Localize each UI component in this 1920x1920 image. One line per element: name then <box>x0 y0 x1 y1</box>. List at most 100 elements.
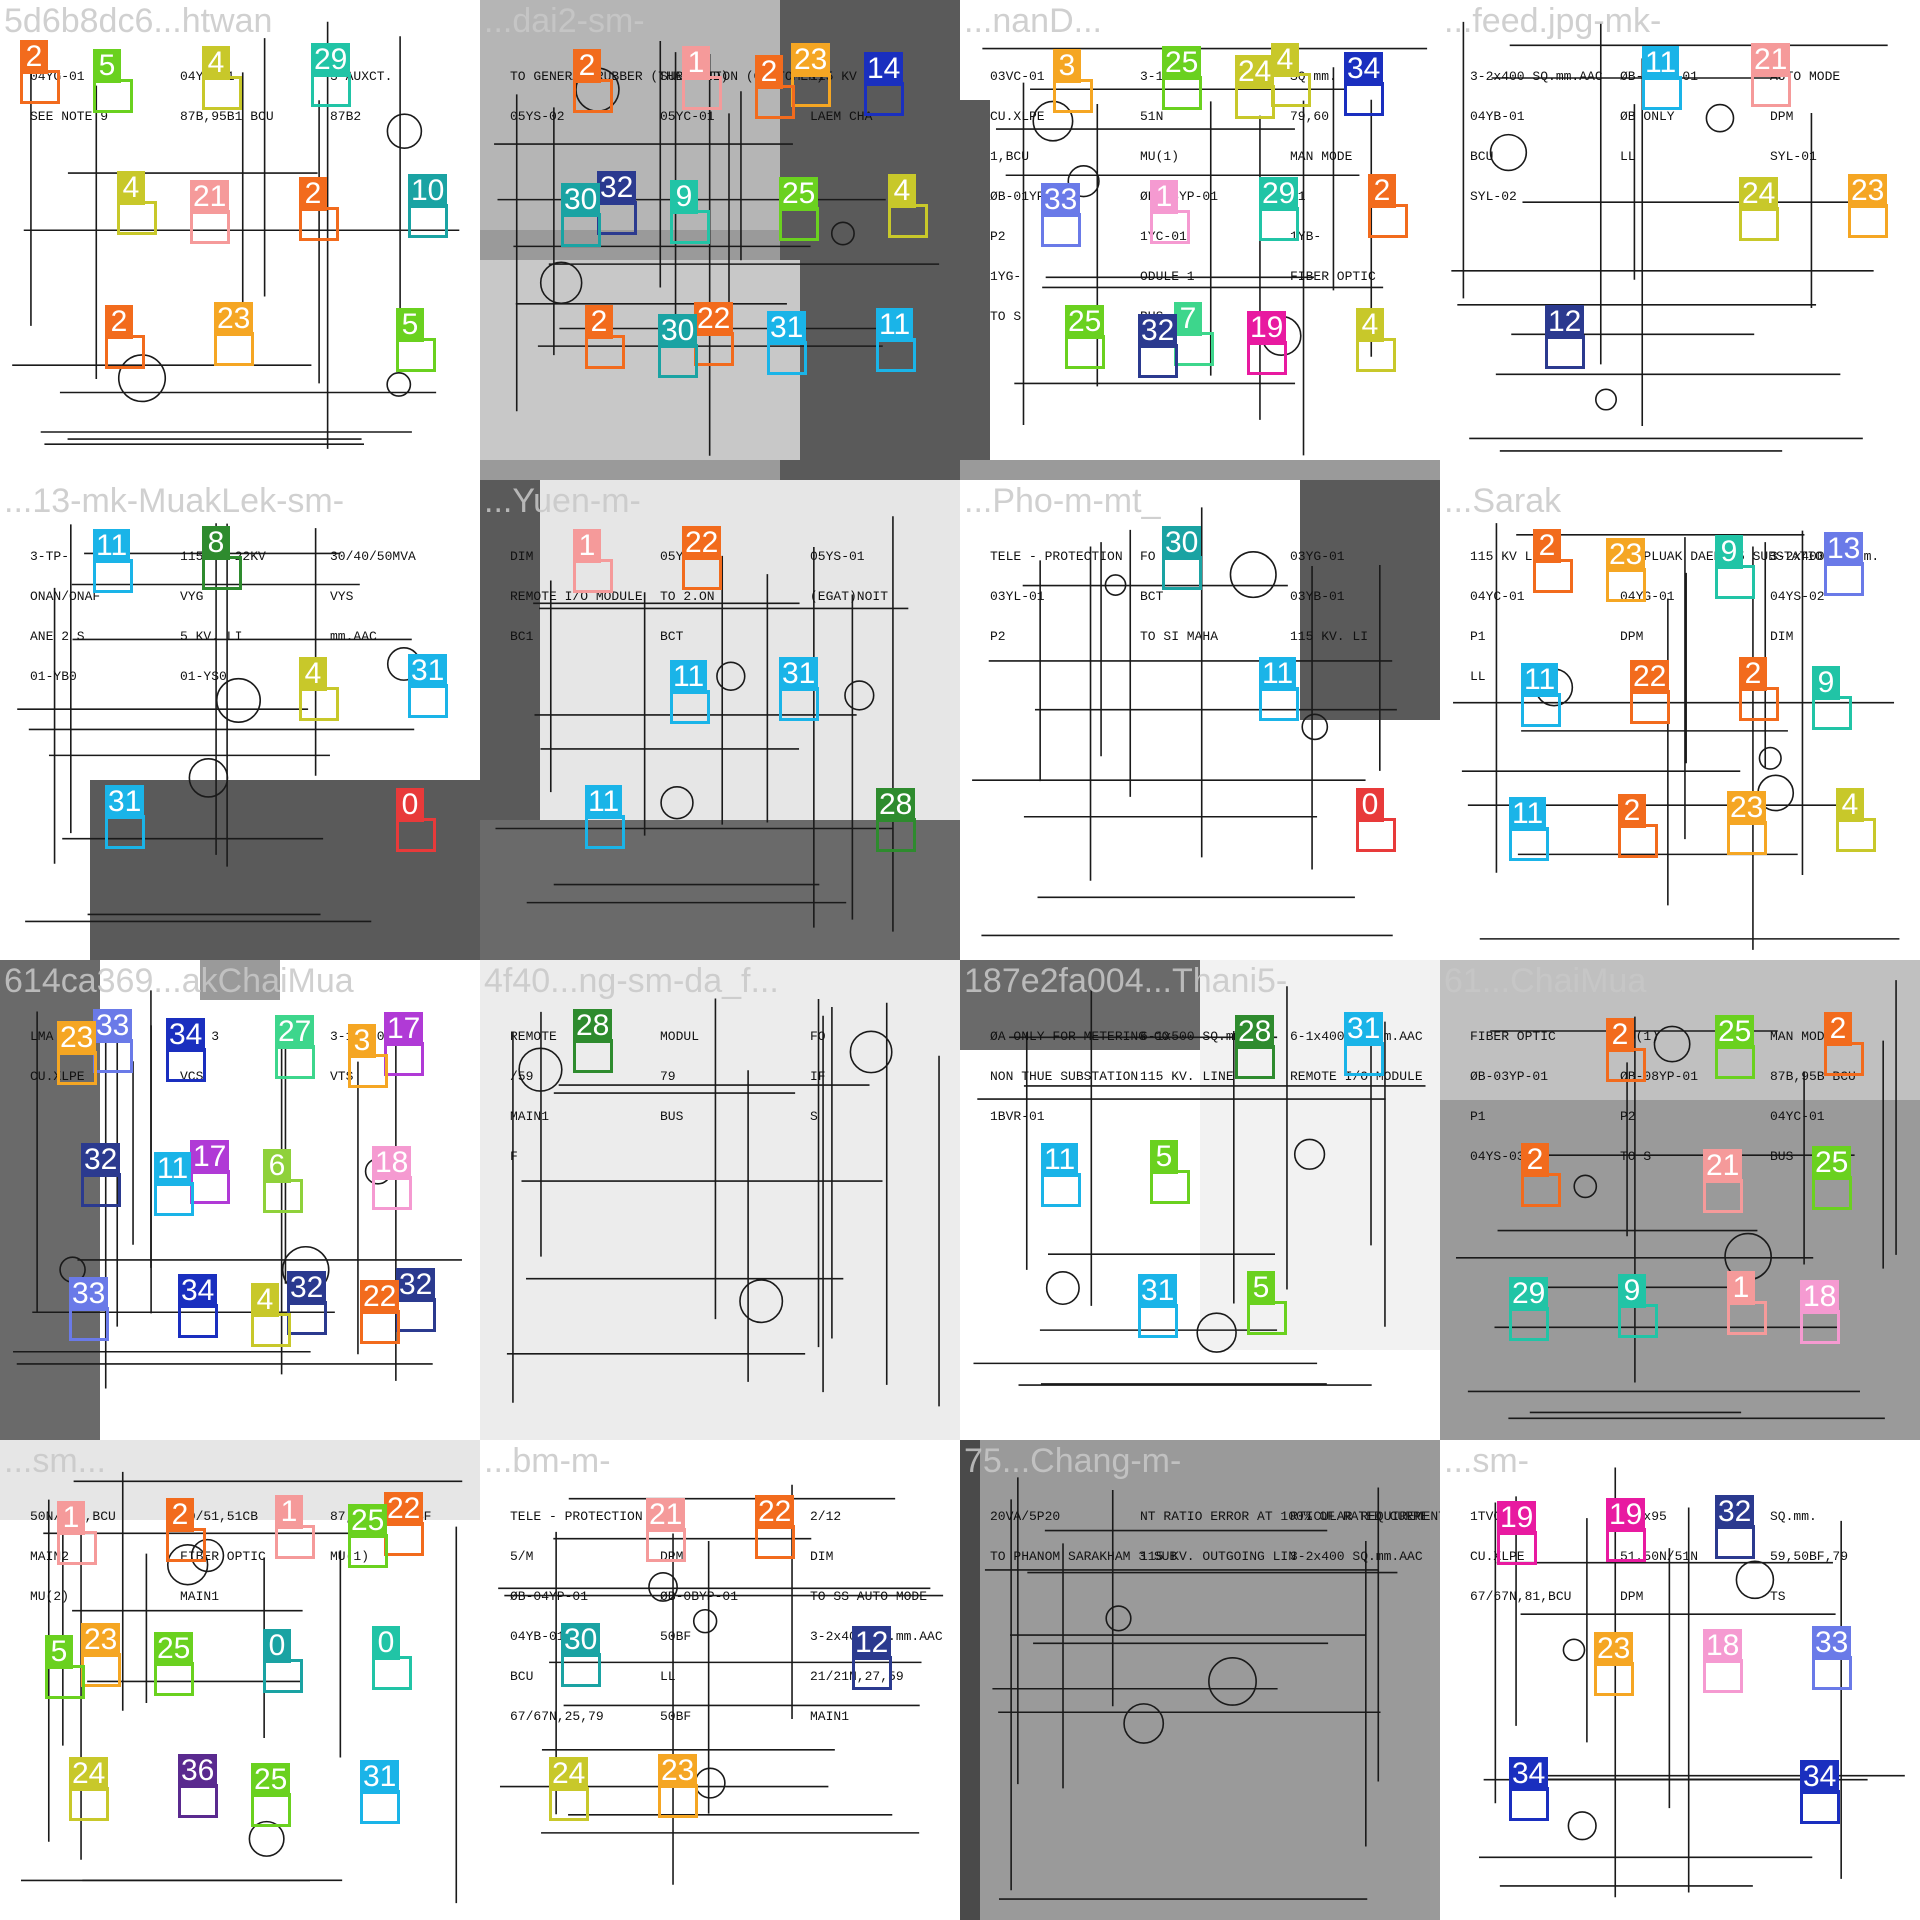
tile-source-title: ...dai2-sm- <box>484 2 645 40</box>
schematic-symbol-circle <box>1567 1811 1597 1841</box>
schematic-label: SUBSTATION (CUSTOMER) <box>660 69 824 84</box>
schematic-label: 04YB-01 <box>510 1629 565 1644</box>
schematic-label: ØB ONLY <box>1620 109 1675 124</box>
schematic-label: SYL-01 <box>1770 149 1817 164</box>
tile-source-title: ...Yuen-m- <box>484 482 641 520</box>
tile-source-title: ...sm... <box>4 1442 106 1480</box>
schematic-label: 115 KV. OUTGOING LIN <box>1140 1549 1296 1564</box>
schematic-symbol-circle <box>1489 133 1528 172</box>
schematic-label: TO SI MAHA <box>1140 629 1218 644</box>
diagram-tile-t1: TO GENERAL RUBBER (THAILAND)SUBSTATION (… <box>480 0 960 480</box>
schematic-symbol-circle <box>1261 315 1302 356</box>
schematic-label: 3-2x400 SQ.mm. <box>1770 549 1879 564</box>
schematic-symbol-circle <box>1123 1703 1165 1744</box>
schematic-label: 5/M <box>510 1549 533 1564</box>
schematic-label: BCT <box>1140 589 1164 604</box>
schematic-label: 21/21N,27,59 <box>810 1669 904 1684</box>
schematic-label: CU.XLPE <box>1470 1549 1525 1564</box>
schematic-label: 01-YS0 <box>180 669 227 684</box>
schematic-label: 03YG-01 <box>1290 549 1345 564</box>
schematic-canvas: ØA ONLY FOR METERING CO6-1x500 SQ.mm.6-1… <box>960 960 1440 1440</box>
tile-source-title: ...Pho-m-mt_ <box>964 482 1161 520</box>
schematic-symbol-circle <box>281 1245 330 1294</box>
schematic-label: 1TVG-01 <box>1470 1509 1525 1524</box>
schematic-label: ONAN/ONAF <box>30 589 100 604</box>
schematic-label: 04YC-01 <box>1770 1109 1825 1124</box>
schematic-label: TO 2.ON <box>660 589 715 604</box>
tile-source-title: 4f40...ng-sm-da_f... <box>484 962 779 1000</box>
schematic-label: CU.XLPE <box>990 109 1045 124</box>
tile-source-title: ...nanD... <box>964 2 1102 40</box>
schematic-label: 04YG-01 <box>1620 589 1675 604</box>
schematic-label: MU(1) <box>1140 149 1179 164</box>
schematic-label: BUS <box>660 1109 684 1124</box>
schematic-label: 87B2 <box>330 109 361 124</box>
schematic-label: 03YL-01 <box>990 589 1045 604</box>
schematic-label: P1 <box>1470 629 1486 644</box>
schematic-symbol-circle <box>166 1544 209 1586</box>
schematic-label: BCT <box>660 629 684 644</box>
schematic-label: FIBER OPTIC <box>1290 269 1376 284</box>
schematic-label: 3-1x400 <box>330 1029 385 1044</box>
schematic-label: VCS <box>180 1069 204 1084</box>
schematic-label: 3-2x400 SQ.mm.AAC <box>1470 69 1603 84</box>
schematic-label: P2 <box>1620 1109 1636 1124</box>
schematic-label: 2/12 <box>810 1509 841 1524</box>
schematic-symbol-circle <box>716 661 746 691</box>
schematic-label: REMOTE I/O MODULE <box>510 589 643 604</box>
schematic-label: (EGAT)NOIT <box>810 589 888 604</box>
schematic-label: /59 <box>510 1069 533 1084</box>
schematic-label: SYL-02 <box>1470 189 1517 204</box>
schematic-label: 87B,95B1 BCU <box>180 109 274 124</box>
schematic-label: MAIN1 <box>810 1709 849 1724</box>
schematic-label: 3-1x95 <box>1620 1509 1667 1524</box>
schematic-label: TO S <box>990 309 1021 324</box>
schematic-symbol-circle <box>1229 551 1277 599</box>
shaded-panel <box>960 1350 1440 1440</box>
schematic-label: 115 KV LINE <box>810 69 896 84</box>
schematic-label: MAIN1 <box>510 1109 549 1124</box>
schematic-label: ØA ONLY FOR METERING CO <box>990 1029 1170 1044</box>
schematic-label: ØB-0BYP-01 <box>1620 69 1698 84</box>
schematic-label: MU(1) <box>330 1549 369 1564</box>
schematic-label: 04YC-01 <box>1470 589 1525 604</box>
schematic-label: TS <box>1770 1589 1786 1604</box>
schematic-label: MODUL <box>660 1029 699 1044</box>
schematic-label: ØB-08YP-01 <box>1140 189 1218 204</box>
schematic-label: 5 KV. LI <box>180 629 242 644</box>
schematic-symbol-circle <box>830 221 855 246</box>
schematic-symbol-circle <box>1104 574 1127 596</box>
schematic-label: 115/22-22KV <box>180 549 266 564</box>
schematic-symbol-circle <box>694 1767 726 1799</box>
schematic-symbol-circle <box>1067 165 1100 198</box>
shaded-panel <box>960 460 1440 480</box>
schematic-label: 50/51,51CB <box>180 1509 258 1524</box>
schematic-label: TO GENERAL RUBBER (THAILAND) <box>510 69 728 84</box>
schematic-symbol-circle <box>1045 1271 1080 1306</box>
schematic-label: REMOTE <box>510 1029 557 1044</box>
schematic-label: LAEM CHA <box>810 109 873 124</box>
tile-source-title: 61...ChaiMua <box>1444 962 1647 1000</box>
schematic-label: NON THUE SUBSTATION <box>990 1069 1138 1084</box>
schematic-label: FO <box>1140 549 1156 564</box>
tile-source-title: 75...Chang-m- <box>964 1442 1182 1480</box>
schematic-label: SQ.mm. <box>1770 1509 1817 1524</box>
schematic-symbol-circle <box>1105 1605 1132 1632</box>
schematic-label: 1YC-01 <box>1140 229 1187 244</box>
schematic-label: 79 <box>660 1069 676 1084</box>
schematic-symbol-circle <box>1705 103 1735 133</box>
